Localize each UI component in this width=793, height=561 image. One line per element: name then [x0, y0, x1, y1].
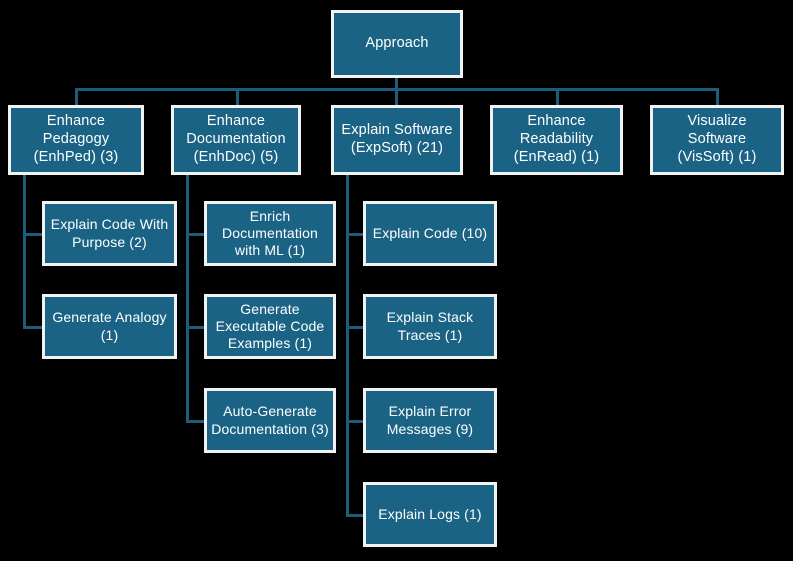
- node-enhdoc[interactable]: Enhance Documentation (EnhDoc) (5): [171, 105, 301, 175]
- connector-level2-drop-4: [716, 88, 719, 105]
- node-generate-analogy-label: Generate Analogy (1): [52, 309, 167, 343]
- node-explain-logs[interactable]: Explain Logs (1): [363, 482, 497, 547]
- node-explain-stack-traces-label: Explain Stack Traces (1): [386, 309, 474, 343]
- connector-spine-enhped: [23, 175, 26, 327]
- connector-level2-drop-0: [75, 88, 78, 105]
- connector-stub-6: [346, 326, 363, 329]
- connector-stub-7: [346, 420, 363, 423]
- connector-level2-drop-3: [556, 88, 559, 105]
- node-enread-label: Enhance Readability (EnRead) (1): [513, 113, 600, 165]
- connector-stub-3: [186, 326, 204, 329]
- node-enhped-label: Enhance Pedagogy (EnhPed) (3): [33, 113, 119, 165]
- node-explain-code-purpose-label: Explain Code With Purpose (2): [50, 216, 169, 250]
- connector-stub-5: [346, 233, 363, 236]
- node-enread[interactable]: Enhance Readability (EnRead) (1): [490, 105, 623, 175]
- node-explain-logs-label: Explain Logs (1): [378, 505, 482, 522]
- node-enrich-doc-ml-label: Enrich Documentation with ML (1): [222, 207, 318, 259]
- node-enhdoc-label: Enhance Documentation (EnhDoc) (5): [186, 113, 286, 165]
- node-root-approach-label: Approach: [365, 35, 429, 52]
- node-expsoft[interactable]: Explain Software (ExpSoft) (21): [331, 105, 463, 175]
- node-root-approach[interactable]: Approach: [331, 10, 463, 78]
- node-explain-code[interactable]: Explain Code (10): [363, 201, 497, 266]
- node-expsoft-label: Explain Software (ExpSoft) (21): [341, 122, 453, 156]
- connector-spine-expsoft: [346, 175, 349, 515]
- node-generate-analogy[interactable]: Generate Analogy (1): [42, 294, 177, 359]
- connector-stub-0: [23, 233, 42, 236]
- connector-stub-2: [186, 233, 204, 236]
- node-explain-error-msgs-label: Explain Error Messages (9): [386, 403, 474, 437]
- node-generate-exec-code[interactable]: Generate Executable Code Examples (1): [204, 294, 336, 359]
- node-generate-exec-code-label: Generate Executable Code Examples (1): [215, 300, 325, 352]
- connector-stub-8: [346, 514, 363, 517]
- node-explain-error-msgs[interactable]: Explain Error Messages (9): [363, 388, 497, 453]
- node-enhped[interactable]: Enhance Pedagogy (EnhPed) (3): [8, 105, 144, 175]
- node-explain-code-label: Explain Code (10): [372, 224, 488, 241]
- node-enrich-doc-ml[interactable]: Enrich Documentation with ML (1): [204, 201, 336, 266]
- node-auto-generate-doc-label: Auto-Generate Documentation (3): [211, 403, 329, 437]
- node-explain-stack-traces[interactable]: Explain Stack Traces (1): [363, 294, 497, 359]
- connector-stub-4: [186, 420, 204, 423]
- connector-level2-drop-1: [236, 88, 239, 105]
- connector-stub-1: [23, 326, 42, 329]
- node-explain-code-purpose[interactable]: Explain Code With Purpose (2): [42, 201, 177, 266]
- connector-level2-drop-2: [395, 88, 398, 105]
- node-auto-generate-doc[interactable]: Auto-Generate Documentation (3): [204, 388, 336, 453]
- connector-spine-enhdoc: [186, 175, 189, 421]
- node-vissoft[interactable]: Visualize Software (VisSoft) (1): [650, 105, 784, 175]
- node-vissoft-label: Visualize Software (VisSoft) (1): [677, 113, 757, 165]
